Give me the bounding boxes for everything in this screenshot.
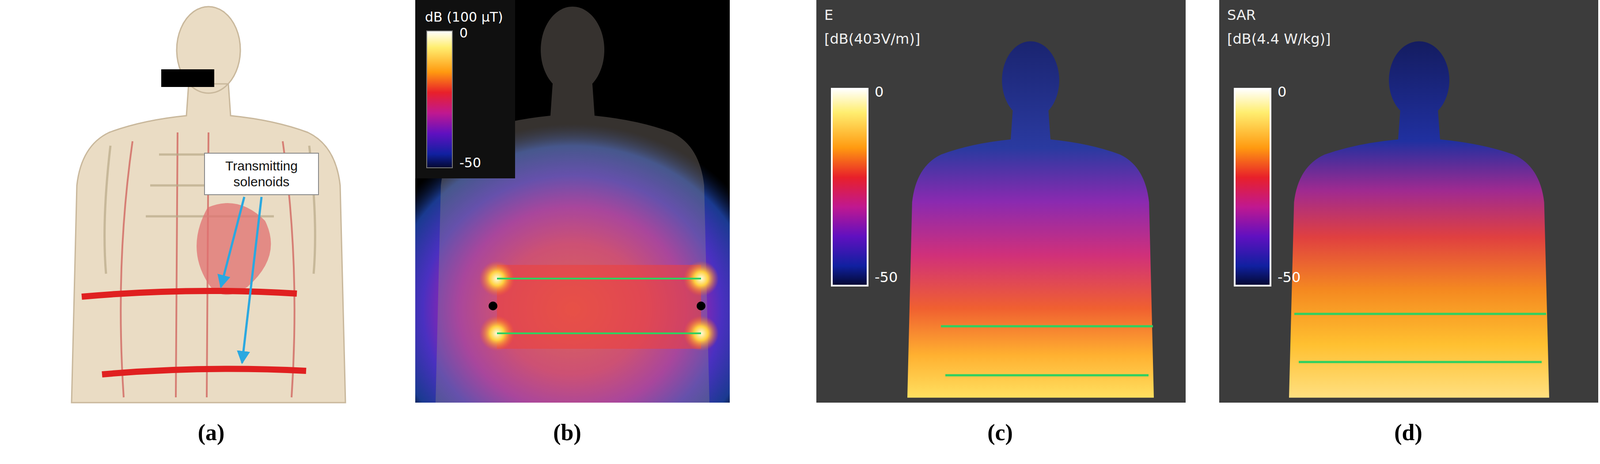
colorbar-unit: dB (100 μT) [424,9,504,26]
colorbar [831,88,868,286]
colorbar-unit: [dB(4.4 W/kg)] [1227,30,1331,48]
panel-label: (d) [1394,419,1423,447]
quantity-name: SAR [1227,7,1256,24]
quantity-name: E [824,7,834,24]
panel-background [1219,0,1599,403]
callout-text: Transmitting solenoids [212,158,311,190]
colorbar-tick: 0 [1277,83,1287,101]
colorbar-tick: 0 [874,83,884,101]
coil-line [1294,313,1547,316]
body-field-map [907,41,1154,399]
anatomy-panel [71,6,346,403]
leader-arrow [220,197,245,288]
solenoid-lower [102,369,307,376]
coil-line [1298,361,1542,364]
coil-line [496,332,702,335]
panel-label: (c) [987,419,1013,447]
null-point [696,301,706,311]
field-core [496,265,702,349]
body-field-map [1289,41,1550,399]
coil-line [945,374,1149,377]
colorbar [1234,88,1271,286]
colorbar-tick: 0 [459,25,468,42]
callout-leaders [220,197,262,364]
coil-line [496,277,702,280]
colorbar-tick: -50 [459,155,482,171]
colorbar-panel [415,0,516,179]
leader-arrow [242,197,262,364]
panel-label: (a) [197,419,225,447]
sar-panel [1219,0,1599,403]
colorbar [426,30,453,168]
panel-background [816,0,1186,403]
panel-background [415,0,730,403]
solenoid-upper [81,291,297,297]
magnetic-field-panel [364,0,781,464]
colorbar-tick: -50 [874,269,898,286]
body-silhouette [71,6,346,403]
null-point [488,301,498,311]
panel-label: (b) [553,419,582,447]
colorbar-unit: [dB(403V/m)] [824,30,921,48]
colorbar-tick: -50 [1277,269,1301,286]
callout-box: Transmitting solenoids [204,152,319,196]
electric-field-panel [816,0,1186,403]
coil-line [940,325,1153,328]
face-mask-bar [161,69,215,88]
